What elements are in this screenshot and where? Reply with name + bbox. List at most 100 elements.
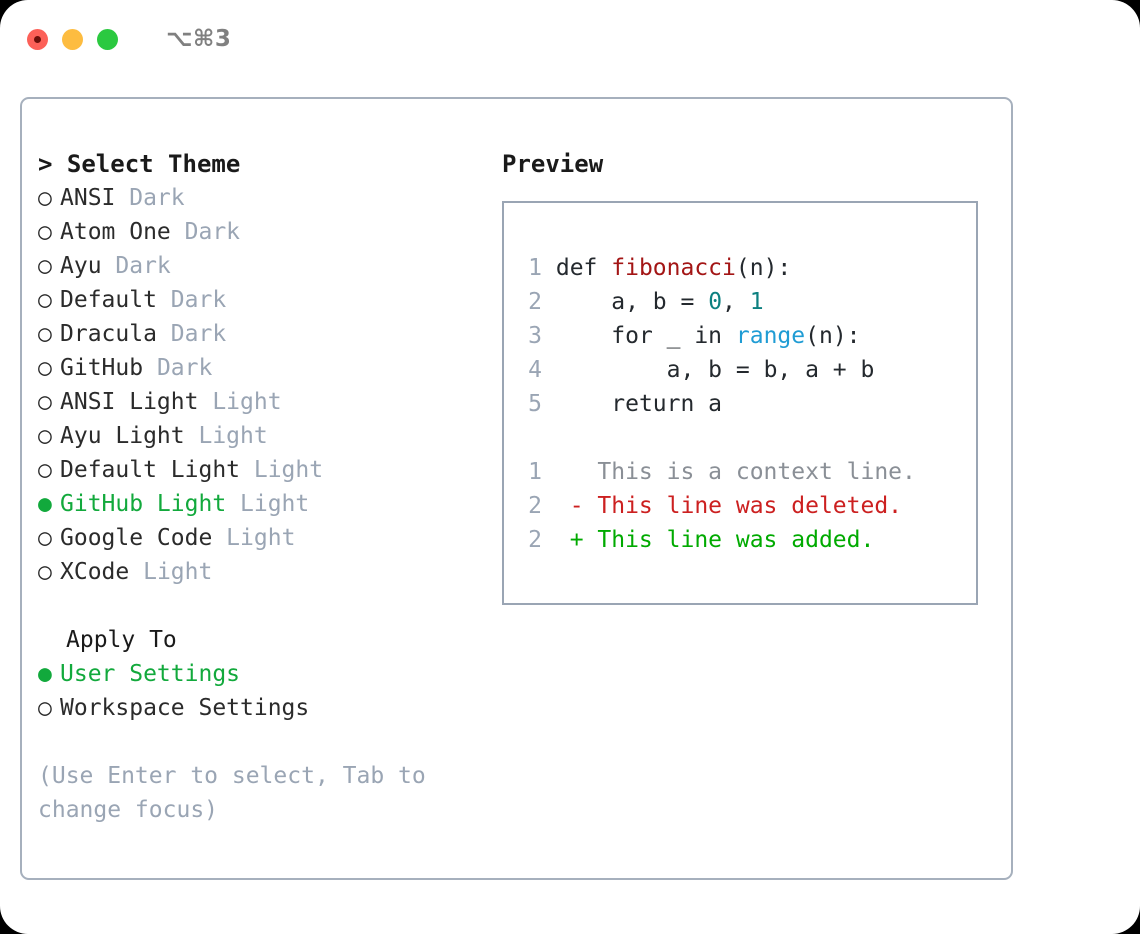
code-token: (n):: [735, 255, 792, 281]
select-theme-label: Select Theme: [66, 150, 241, 178]
code-token: fibonacci: [611, 255, 736, 281]
theme-option-xcode[interactable]: ○ XCode Light: [38, 555, 468, 589]
theme-variant-tag: Dark: [170, 219, 241, 245]
theme-option-label: ANSI Light: [60, 389, 199, 415]
minimize-button[interactable]: [62, 28, 83, 50]
code-token: def: [555, 255, 612, 281]
theme-option-label: Default: [60, 287, 157, 313]
radio-unselected-icon: ○: [38, 423, 52, 449]
line-number: 2: [528, 493, 542, 519]
maximize-button[interactable]: [97, 28, 118, 50]
diff-line-text: + This line was added.: [542, 527, 875, 553]
line-number: 1: [528, 459, 542, 485]
code-token: 1: [749, 289, 764, 315]
theme-variant-tag: Light: [198, 389, 282, 415]
theme-variant-tag: Dark: [156, 287, 227, 313]
theme-option-ayu[interactable]: ○ Ayu Dark: [38, 249, 468, 283]
content-panel: > Select Theme ○ANSI Dark○Atom One Dark○…: [20, 97, 1013, 880]
window-title: ⌥⌘3: [166, 26, 232, 52]
diff-line-add: 2 + This line was added.: [518, 523, 916, 557]
diff-line-ctx: 1 This is a context line.: [518, 455, 916, 489]
theme-option-google-code[interactable]: ○ Google Code Light: [38, 521, 468, 555]
theme-option-label: XCode: [60, 559, 130, 585]
theme-option-label: Ayu: [60, 253, 102, 279]
line-number: 3: [528, 323, 542, 349]
theme-variant-tag: Light: [184, 423, 268, 449]
apply-to-option-user-settings[interactable]: ● User Settings: [38, 657, 468, 691]
code-blank-line: [518, 421, 916, 455]
theme-option-default[interactable]: ○ Default Dark: [38, 283, 468, 317]
radio-unselected-icon: ○: [38, 355, 52, 381]
theme-option-label: Ayu Light: [60, 423, 185, 449]
radio-unselected-icon: ○: [38, 185, 52, 211]
preview-column: Preview 1 def fibonacci(n):2 a, b = 0, 1…: [502, 147, 992, 605]
code-line: 2 a, b = 0, 1: [518, 285, 916, 319]
line-number: 2: [528, 527, 542, 553]
traffic-light-group: [27, 28, 118, 50]
radio-unselected-icon: ○: [38, 287, 52, 313]
theme-option-label: GitHub Light: [60, 491, 227, 517]
theme-variant-tag: Light: [226, 491, 310, 517]
theme-option-ansi[interactable]: ○ ANSI Dark: [38, 181, 468, 215]
close-button[interactable]: [27, 28, 48, 50]
theme-variant-tag: Dark: [101, 253, 171, 279]
theme-variant-tag: Light: [212, 525, 296, 551]
theme-variant-tag: Dark: [143, 355, 213, 381]
code-token: for _ in: [555, 323, 736, 349]
radio-unselected-icon: ○: [38, 321, 52, 347]
preview-heading: Preview: [502, 150, 604, 178]
code-token: a, b =: [555, 289, 709, 315]
diff-line-del: 2 - This line was deleted.: [518, 489, 916, 523]
radio-unselected-icon: ○: [38, 525, 52, 551]
code-line: 3 for _ in range(n):: [518, 319, 916, 353]
code-token: a, b = b, a + b: [555, 357, 875, 383]
keyboard-hint: (Use Enter to select, Tab to change focu…: [38, 763, 426, 823]
code-token: return a: [555, 391, 723, 417]
radio-unselected-icon: ○: [38, 253, 52, 279]
apply-to-section: Apply To ● User Settings ○ Workspace Settin…: [38, 623, 468, 725]
theme-option-label: ANSI: [60, 185, 116, 211]
radio-unselected-icon: ○: [38, 457, 52, 483]
diff-line-text: - This line was deleted.: [542, 493, 903, 519]
prompt-caret-icon: >: [38, 150, 53, 178]
theme-option-default-light[interactable]: ○ Default Light Light: [38, 453, 468, 487]
radio-unselected-icon: ○: [38, 559, 52, 585]
apply-to-option-label: Workspace Settings: [60, 695, 310, 721]
radio-selected-icon: ●: [38, 661, 52, 687]
diff-line-text: This is a context line.: [542, 459, 916, 485]
theme-option-label: Google Code: [60, 525, 213, 551]
radio-unselected-icon: ○: [38, 219, 52, 245]
code-token: range: [735, 323, 806, 349]
apply-to-heading: Apply To: [66, 627, 177, 653]
theme-variant-tag: Light: [129, 559, 213, 585]
code-line: 5 return a: [518, 387, 916, 421]
line-number: 5: [528, 391, 542, 417]
code-line: 1 def fibonacci(n):: [518, 251, 916, 285]
code-line: 4 a, b = b, a + b: [518, 353, 916, 387]
apply-to-option-workspace-settings[interactable]: ○ Workspace Settings: [38, 691, 468, 725]
theme-option-label: Default Light: [60, 457, 241, 483]
theme-variant-tag: Light: [240, 457, 324, 483]
code-token: (n):: [805, 323, 861, 349]
theme-option-github[interactable]: ○GitHub Dark: [38, 351, 468, 385]
code-token: ,: [722, 289, 750, 315]
code-token: 0: [708, 289, 723, 315]
line-number: 2: [528, 289, 542, 315]
theme-option-ansi-light[interactable]: ○ ANSI Light Light: [38, 385, 468, 419]
window-titlebar: ⌥⌘3: [0, 0, 1140, 78]
theme-variant-tag: Dark: [156, 321, 227, 347]
theme-option-atom-one[interactable]: ○ Atom One Dark: [38, 215, 468, 249]
apply-to-list: ● User Settings ○ Workspace Settings: [38, 657, 468, 725]
radio-unselected-icon: ○: [38, 695, 52, 721]
theme-option-dracula[interactable]: ○ Dracula Dark: [38, 317, 468, 351]
radio-unselected-icon: ○: [38, 389, 52, 415]
apply-to-option-label: User Settings: [60, 661, 241, 687]
theme-option-label: Atom One: [60, 219, 171, 245]
theme-variant-tag: Dark: [115, 185, 185, 211]
theme-option-ayu-light[interactable]: ○ Ayu Light Light: [38, 419, 468, 453]
theme-option-label: Dracula: [60, 321, 157, 347]
theme-option-github-light[interactable]: ●GitHub Light Light: [38, 487, 468, 521]
